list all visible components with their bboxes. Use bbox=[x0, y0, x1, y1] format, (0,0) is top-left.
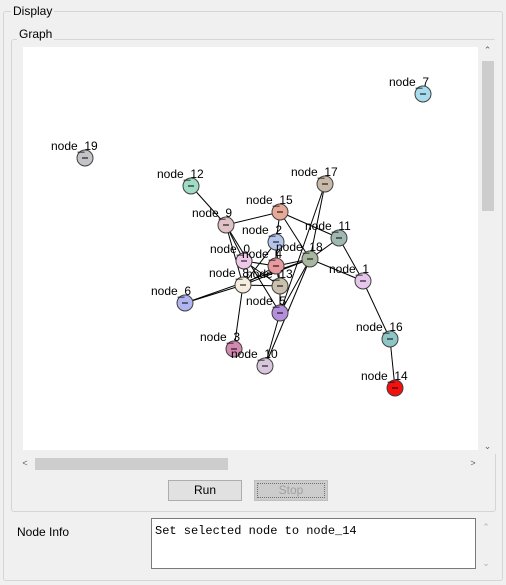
graph-node-node-15[interactable]: node_15 bbox=[246, 193, 293, 221]
graph-node-node-1[interactable]: node_1 bbox=[329, 262, 372, 290]
node-label: node_18 bbox=[276, 240, 323, 254]
node-label: node_8 bbox=[209, 266, 249, 280]
graph-node-node-10[interactable]: node_10 bbox=[231, 347, 278, 375]
display-group bbox=[3, 11, 503, 581]
graph-node-node-17[interactable]: node_17 bbox=[291, 165, 338, 193]
graph-edge bbox=[279, 211, 340, 239]
graph-node-node-5[interactable]: node_5 bbox=[246, 294, 289, 322]
graph-edge bbox=[225, 211, 281, 226]
graph-edge bbox=[309, 258, 364, 282]
scroll-up-icon[interactable]: ⌃ bbox=[483, 45, 492, 55]
graph-node-node-13[interactable]: node_13 bbox=[246, 267, 293, 295]
graph-edge bbox=[264, 312, 281, 367]
graph-node-node-7[interactable]: node_7 bbox=[389, 75, 432, 103]
node-label: node_1 bbox=[329, 262, 369, 276]
node-info-textarea[interactable]: Set selected node to node_14 bbox=[151, 518, 476, 569]
node-label: node_3 bbox=[200, 330, 240, 344]
node-label: node_11 bbox=[305, 219, 351, 233]
node-label: node_17 bbox=[291, 165, 338, 179]
graph-node-node-2[interactable]: node_2 bbox=[242, 223, 285, 251]
graph-edge bbox=[309, 183, 326, 260]
node-label: node_19 bbox=[51, 139, 98, 153]
scroll-right-icon[interactable]: > bbox=[470, 458, 476, 468]
node-label: node_10 bbox=[231, 347, 278, 361]
graph-node-node-19[interactable]: node_19 bbox=[51, 139, 98, 167]
graph-edge bbox=[279, 183, 326, 314]
scroll-down-icon[interactable]: ⌄ bbox=[483, 441, 492, 451]
horizontal-scroll-thumb[interactable] bbox=[35, 458, 228, 470]
display-legend: Display bbox=[11, 4, 55, 18]
graph-vertical-scrollbar[interactable]: ⌃ ⌄ bbox=[478, 40, 497, 454]
node-label: node_14 bbox=[361, 369, 408, 383]
node-label: node_6 bbox=[151, 284, 191, 298]
node-label: node_5 bbox=[246, 294, 286, 308]
graph-edge bbox=[279, 258, 311, 314]
graph-node-node-6[interactable]: node_6 bbox=[151, 284, 194, 312]
graph-node-node-3[interactable]: node_3 bbox=[200, 330, 243, 358]
node-label: node_13 bbox=[246, 267, 293, 281]
node-label: node_15 bbox=[246, 193, 293, 207]
node-label: node_7 bbox=[389, 75, 429, 89]
graph-edge bbox=[225, 224, 244, 286]
info-scroll-up-icon[interactable]: ⌃ bbox=[482, 522, 490, 532]
node-label: node_9 bbox=[192, 206, 232, 220]
run-button[interactable]: Run bbox=[168, 480, 242, 501]
graph-legend: Graph bbox=[17, 27, 55, 41]
node-label: node_12 bbox=[157, 167, 204, 181]
graph-node-node-8[interactable]: node_8 bbox=[209, 266, 252, 294]
vertical-scroll-thumb[interactable] bbox=[482, 61, 494, 211]
node-label: node_16 bbox=[356, 320, 403, 334]
node-label: node_2 bbox=[242, 223, 282, 237]
scroll-left-icon[interactable]: < bbox=[22, 458, 28, 468]
graph-svg[interactable]: node_0node_1node_2node_3node_4node_5node… bbox=[23, 47, 478, 450]
graph-node-node-11[interactable]: node_11 bbox=[305, 219, 351, 247]
graph-node-node-12[interactable]: node_12 bbox=[157, 167, 204, 195]
info-scroll-down-icon[interactable]: ⌄ bbox=[482, 558, 490, 568]
graph-node-node-18[interactable]: node_18 bbox=[276, 240, 323, 268]
graph-node-node-16[interactable]: node_16 bbox=[356, 320, 403, 348]
node-info-label: Node Info bbox=[17, 525, 70, 539]
node-label: node_0 bbox=[210, 242, 250, 256]
stop-button[interactable]: Stop bbox=[254, 480, 328, 501]
graph-node-node-4[interactable]: node_4 bbox=[242, 247, 285, 275]
graph-edge bbox=[233, 284, 244, 350]
graph-node-node-0[interactable]: node_0 bbox=[210, 242, 253, 270]
graph-horizontal-scrollbar[interactable]: < > bbox=[17, 455, 481, 472]
graph-edge bbox=[362, 280, 391, 340]
graph-edge bbox=[279, 211, 311, 260]
node-info-scrollbar[interactable]: ⌃ ⌄ bbox=[478, 518, 494, 572]
graph-node-node-14[interactable]: node_14 bbox=[361, 369, 408, 397]
graph-edge bbox=[190, 185, 227, 226]
graph-node-node-9[interactable]: node_9 bbox=[192, 206, 235, 234]
node-label: node_4 bbox=[242, 247, 282, 261]
graph-edge bbox=[225, 224, 281, 314]
